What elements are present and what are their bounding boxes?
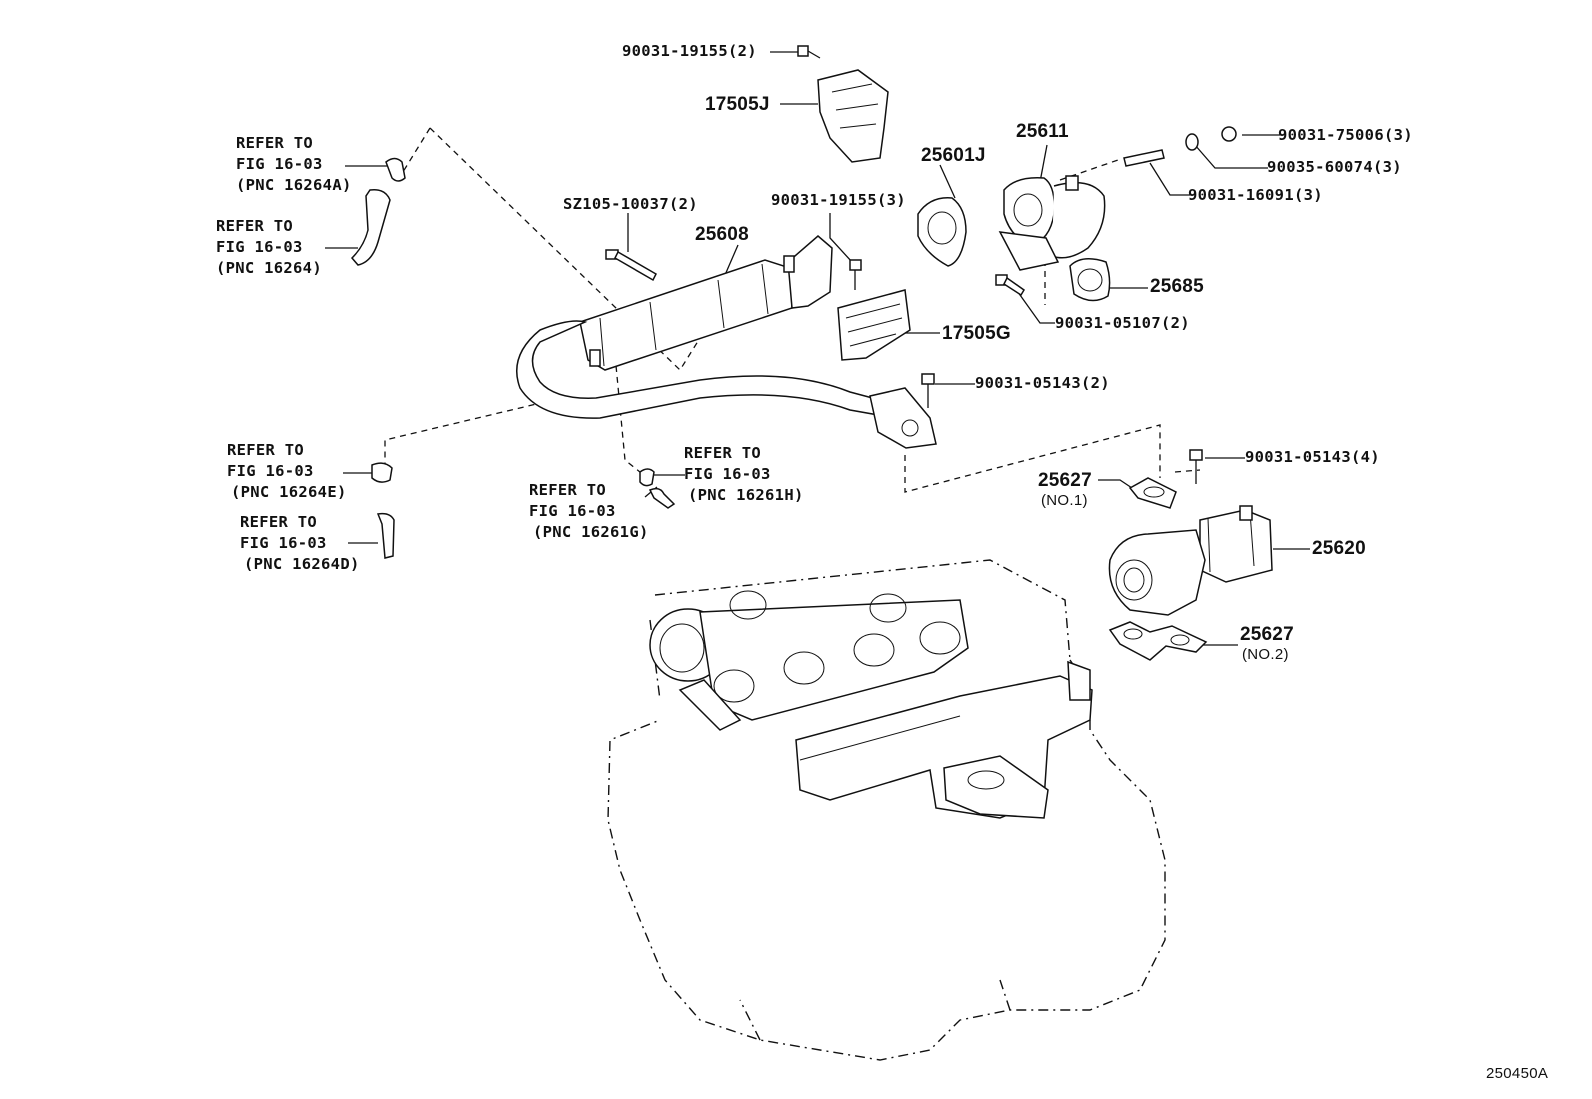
label-refer-e-line1: REFER TO bbox=[227, 441, 305, 459]
label-25601j: 25601J bbox=[921, 145, 986, 166]
label-refer-a-line1: REFER TO bbox=[236, 134, 314, 152]
label-refer-g-line2: FIG 16-03 bbox=[529, 502, 616, 520]
stud-90031-16091 bbox=[1123, 149, 1165, 167]
label-25627-no2: 25627 bbox=[1240, 624, 1294, 645]
bolt-90031-05107 bbox=[995, 274, 1026, 297]
exhaust-manifold bbox=[649, 590, 969, 731]
label-sz105-10037: SZ105-10037(2) bbox=[563, 195, 698, 213]
label-90031-75006: 90031-75006(3) bbox=[1278, 126, 1413, 144]
label-25627-no1: 25627 bbox=[1038, 470, 1092, 491]
label-25611: 25611 bbox=[1016, 121, 1069, 142]
label-17505j: 17505J bbox=[705, 94, 770, 115]
label-90031-19155-2: 90031-19155(2) bbox=[622, 42, 757, 60]
label-90031-19155-3: 90031-19155(3) bbox=[771, 191, 906, 209]
label-90035-60074: 90035-60074(3) bbox=[1267, 158, 1402, 176]
label-25608: 25608 bbox=[695, 224, 749, 245]
insulator-17505j bbox=[817, 69, 889, 163]
label-90031-05143-4: 90031-05143(4) bbox=[1245, 448, 1380, 466]
label-17505g: 17505G bbox=[942, 323, 1011, 344]
label-refer-b-line2: FIG 16-03 bbox=[216, 238, 303, 256]
label-25620: 25620 bbox=[1312, 538, 1366, 559]
reference-dashed-lines bbox=[384, 127, 1201, 493]
label-refer-a-line3: (PNC 16264A) bbox=[236, 176, 352, 194]
label-refer-g-line1: REFER TO bbox=[529, 481, 607, 499]
gasket-25627-no1 bbox=[1128, 477, 1177, 509]
intake-manifold bbox=[795, 660, 1093, 819]
leader-lines bbox=[325, 51, 1310, 646]
label-refer-a-line2: FIG 16-03 bbox=[236, 155, 323, 173]
label-refer-g-line3: (PNC 16261G) bbox=[533, 523, 649, 541]
bolt-90031-05143-4 bbox=[1189, 449, 1203, 484]
gasket-25601j bbox=[917, 197, 967, 267]
label-25685: 25685 bbox=[1150, 276, 1204, 297]
bolts bbox=[605, 45, 1237, 484]
label-refer-d-line1: REFER TO bbox=[240, 513, 318, 531]
bolt-90031-05143-2 bbox=[921, 373, 935, 408]
label-90031-16091: 90031-16091(3) bbox=[1188, 186, 1323, 204]
label-refer-e-line2: FIG 16-03 bbox=[227, 462, 314, 480]
bolt-sz105 bbox=[605, 249, 657, 282]
egr-elbow-25611 bbox=[998, 175, 1106, 271]
insulator-17505g bbox=[837, 289, 911, 361]
label-25627-no1-sub: (NO.1) bbox=[1041, 492, 1088, 509]
gasket-25685 bbox=[1069, 258, 1111, 302]
label-refer-h-line1: REFER TO bbox=[684, 444, 762, 462]
bolt-90031-19155-mid bbox=[849, 259, 862, 290]
egr-valve-25620 bbox=[1108, 505, 1273, 616]
egr-cooler-25608 bbox=[516, 235, 937, 449]
bolt-90031-19155-top bbox=[797, 45, 821, 59]
label-refer-h-line3: (PNC 16261H) bbox=[688, 486, 804, 504]
washer-90035-60074 bbox=[1185, 133, 1199, 151]
label-90031-05143-2: 90031-05143(2) bbox=[975, 374, 1110, 392]
label-refer-e-line3: (PNC 16264E) bbox=[231, 483, 347, 501]
engine-outline bbox=[607, 559, 1166, 1061]
label-90031-05107: 90031-05107(2) bbox=[1055, 314, 1190, 332]
label-25627-no2-sub: (NO.2) bbox=[1242, 646, 1289, 663]
hose-clamp-parts bbox=[350, 157, 676, 559]
label-refer-d-line2: FIG 16-03 bbox=[240, 534, 327, 552]
label-refer-d-line3: (PNC 16264D) bbox=[244, 555, 360, 573]
figure-code: 250450A bbox=[1486, 1065, 1549, 1082]
gasket-25627-no2 bbox=[1108, 621, 1208, 661]
label-refer-h-line2: FIG 16-03 bbox=[684, 465, 771, 483]
label-refer-b-line1: REFER TO bbox=[216, 217, 294, 235]
label-refer-b-line3: (PNC 16264) bbox=[216, 259, 322, 277]
nut-90031-75006 bbox=[1221, 126, 1237, 142]
